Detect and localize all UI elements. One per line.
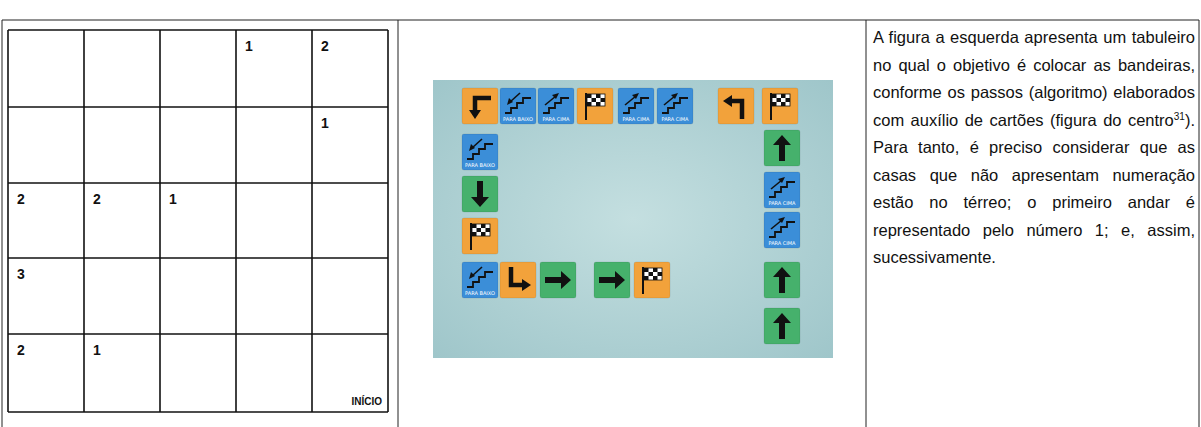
cards-photo <box>433 80 833 358</box>
grid-line <box>159 30 161 412</box>
card-caption: PARA CIMA <box>764 240 800 246</box>
program-card <box>462 262 498 298</box>
page-frame <box>2 20 1199 427</box>
frame-line <box>398 20 399 427</box>
program-card <box>764 308 800 344</box>
program-card <box>657 88 693 124</box>
grid-line <box>8 29 388 31</box>
grid-line <box>83 30 85 412</box>
frame-line <box>2 20 1199 21</box>
frame-line <box>1199 20 1200 427</box>
card-caption: PARA CIMA <box>618 116 654 122</box>
grid-line <box>8 106 388 108</box>
program-card <box>594 262 630 298</box>
grid-line <box>8 333 388 335</box>
floor-number: 2 <box>321 38 329 54</box>
program-card <box>462 134 498 170</box>
program-card <box>764 130 800 166</box>
program-card <box>764 172 800 208</box>
program-card <box>462 176 498 212</box>
floor-number: 2 <box>17 342 25 358</box>
frame-line <box>2 20 3 427</box>
grid-line <box>311 30 313 412</box>
program-card <box>500 88 536 124</box>
floor-number: 1 <box>169 191 177 207</box>
photo-background <box>433 80 833 358</box>
grid-line <box>8 257 388 259</box>
program-card <box>462 218 498 254</box>
paragraph-text: ). Para tanto, é preciso considerar que … <box>873 111 1195 267</box>
floor-number: 1 <box>93 342 101 358</box>
paragraph-text: A figura a esquerda apresenta um tabulei… <box>873 28 1195 129</box>
card-caption: PARA BAIXO <box>462 290 498 296</box>
program-card <box>577 88 613 124</box>
card-caption: PARA CIMA <box>764 200 800 206</box>
floor-number: 2 <box>17 191 25 207</box>
floor-number: 2 <box>93 191 101 207</box>
grid-line <box>387 30 389 412</box>
card-caption: PARA BAIXO <box>462 162 498 168</box>
footnote-mark: 31 <box>1174 110 1185 121</box>
card-caption: PARA BAIXO <box>500 116 536 122</box>
program-card <box>764 262 800 298</box>
floor-number: 1 <box>321 115 329 131</box>
grid-line <box>235 30 237 412</box>
frame-line <box>866 20 867 427</box>
program-card <box>500 262 536 298</box>
program-card <box>764 212 800 248</box>
program-card <box>618 88 654 124</box>
floor-number: 3 <box>17 266 25 282</box>
program-card <box>462 88 498 124</box>
program-card <box>762 88 798 124</box>
program-card <box>634 262 670 298</box>
description-paragraph: A figura a esquerda apresenta um tabulei… <box>873 24 1195 272</box>
program-card <box>538 88 574 124</box>
card-caption: PARA CIMA <box>657 116 693 122</box>
floor-number: 1 <box>245 38 253 54</box>
card-caption: PARA CIMA <box>538 116 574 122</box>
start-label: INÍCIO <box>351 396 382 408</box>
program-card <box>540 262 576 298</box>
grid-line <box>8 182 388 184</box>
program-card <box>718 88 754 124</box>
board-grid <box>8 30 388 412</box>
grid-line <box>8 411 388 413</box>
grid-line <box>7 30 9 412</box>
